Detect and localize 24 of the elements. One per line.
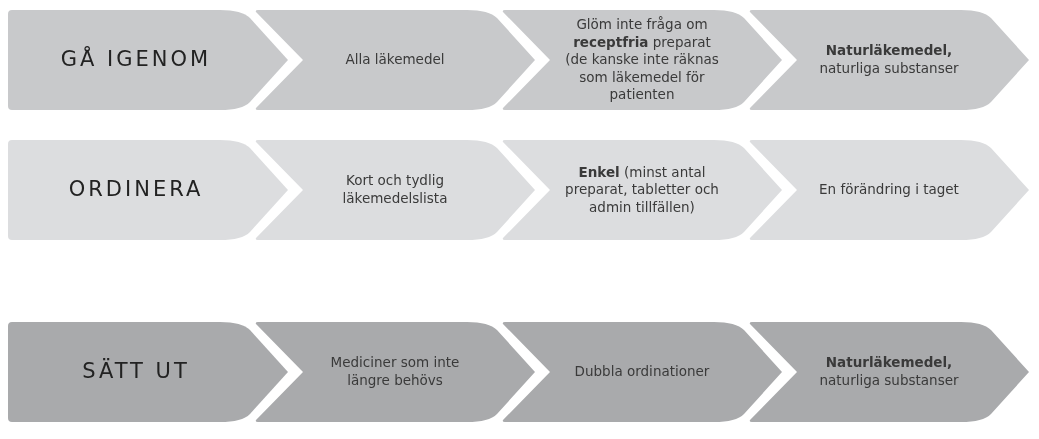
process-step xyxy=(255,322,535,422)
process-step xyxy=(255,10,535,110)
row-heading-step xyxy=(8,140,288,240)
row-heading: GÅ IGENOM xyxy=(60,46,212,74)
process-step xyxy=(749,140,1029,240)
process-step xyxy=(749,322,1029,422)
step-text: Glöm inte fråga om receptfria preparat (de kanske inte räknas som läkemedel för patienten xyxy=(564,16,720,104)
step-text: Mediciner som inte längre behövs xyxy=(329,354,461,390)
step-text: Kort och tydlig läkemedelslista xyxy=(341,172,449,208)
process-step xyxy=(502,140,782,240)
row-heading: ORDINERA xyxy=(68,176,204,204)
process-step xyxy=(502,322,782,422)
row-heading: SÄTT UT xyxy=(82,358,190,386)
process-step xyxy=(502,10,782,110)
step-text: Naturläkemedel, naturliga substanser xyxy=(818,354,960,390)
process-step xyxy=(749,10,1029,110)
step-text: Naturläkemedel, naturliga substanser xyxy=(818,42,960,78)
step-text: En förändring i taget xyxy=(819,181,959,199)
step-text: Alla läkemedel xyxy=(345,51,445,69)
step-text: Dubbla ordinationer xyxy=(574,363,710,381)
row-heading-step xyxy=(8,10,288,110)
process-step xyxy=(255,140,535,240)
row-heading-step xyxy=(8,322,288,422)
step-text: Enkel (minst antal preparat, tabletter och admin tillfällen) xyxy=(564,163,720,217)
